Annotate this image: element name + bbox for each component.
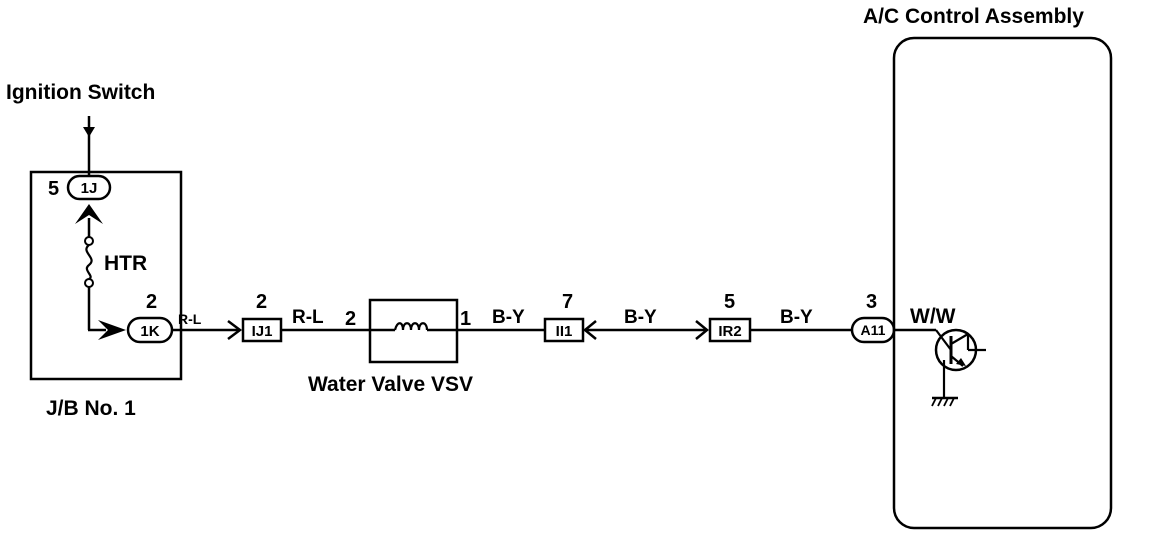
ww-label: W/W <box>910 305 956 328</box>
connector-ij1: IJ1 <box>241 317 283 343</box>
ignition-feed-arrow <box>83 116 95 176</box>
pin-ir2: 5 <box>724 291 735 313</box>
pin-1k: 2 <box>146 291 157 313</box>
ac-assembly-label: A/C Control Assembly <box>863 5 1084 28</box>
ignition-switch-label: Ignition Switch <box>6 81 155 104</box>
wire-label-4: B-Y <box>624 307 657 328</box>
transistor-icon <box>894 328 986 398</box>
connector-ir2-label: IR2 <box>718 323 741 340</box>
junction-block-label: J/B No. 1 <box>46 397 136 420</box>
vsv-label: Water Valve VSV <box>308 373 473 396</box>
pin-a11: 3 <box>866 291 877 313</box>
pin-vsv-in: 2 <box>345 308 356 330</box>
ground-icon <box>931 396 958 407</box>
fuse-label: HTR <box>104 252 147 275</box>
wire-label-3: B-Y <box>492 307 525 328</box>
wire-label-2: R-L <box>292 307 324 328</box>
connector-ii1-label: II1 <box>556 323 573 340</box>
wire-label-1: R-L <box>178 311 202 327</box>
wire-arrow-1 <box>227 320 243 340</box>
jb-1k-chevron-icon <box>98 320 126 340</box>
connector-1j: 1J <box>66 174 112 201</box>
connector-1k: 1K <box>126 316 174 344</box>
wire-ii1-ir2 <box>583 320 709 340</box>
connector-ij1-label: IJ1 <box>252 323 273 340</box>
fuse-icon <box>84 218 106 332</box>
vsv-coil-icon <box>370 322 457 332</box>
connector-1j-label: 1J <box>81 180 98 197</box>
pin-1j: 5 <box>48 178 59 200</box>
ac-assembly-box <box>892 36 1113 530</box>
pin-vsv-out: 1 <box>460 308 471 330</box>
connector-a11: A11 <box>850 316 896 344</box>
junction-block-box <box>29 170 183 381</box>
connector-ir2: IR2 <box>708 317 752 343</box>
connector-ii1: II1 <box>543 317 585 343</box>
connector-a11-label: A11 <box>861 322 886 338</box>
pin-ii1: 7 <box>562 291 573 313</box>
wire-label-5: B-Y <box>780 307 813 328</box>
pin-ij1: 2 <box>256 291 267 313</box>
connector-1k-label: 1K <box>140 323 159 340</box>
jb-internal-connector-icon <box>75 204 103 224</box>
